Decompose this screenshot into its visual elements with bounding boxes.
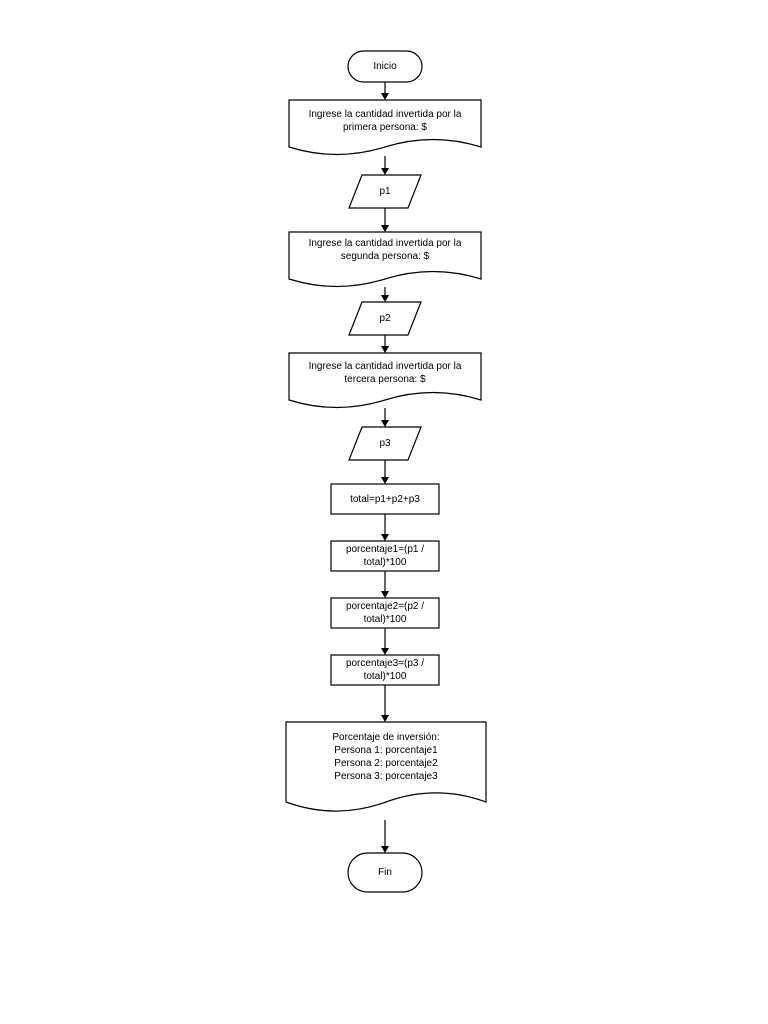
process-pct3-label: porcentaje3=(p3 / total)*100 (345, 658, 425, 682)
process-total-label: total=p1+p2+p3 (350, 493, 420, 505)
connector-output-to-end (381, 820, 389, 853)
input-p2-shape (348, 301, 422, 336)
connector-prompt1-to-p1 (381, 156, 389, 175)
prompt-1-label: Ingrese la cantidad invertida por la pri… (308, 109, 462, 133)
connector-pct1-to-pct2 (381, 571, 389, 598)
connector-prompt3-to-p3 (381, 408, 389, 427)
prompt-3-shape (288, 352, 482, 409)
connector-start-to-prompt1 (381, 82, 389, 100)
input-p1-shape (348, 174, 422, 209)
connector-p3-to-total (381, 460, 389, 484)
output-document-shape (285, 721, 487, 812)
connector-pct3-to-output (381, 685, 389, 722)
connector-total-to-pct1 (381, 514, 389, 541)
end-label: Fin (378, 867, 392, 878)
input-p1-label: p1 (379, 186, 391, 197)
process-pct2-label: porcentaje2=(p2 / total)*100 (345, 601, 425, 625)
start-label: Inicio (373, 61, 397, 72)
process-pct1-label: porcentaje1=(p1 / total)*100 (345, 544, 425, 568)
connector-p2-to-prompt3 (381, 335, 389, 353)
input-p3-label: p3 (379, 438, 391, 449)
prompt-2-shape (288, 231, 482, 288)
input-p2-label: p2 (379, 313, 391, 324)
connector-pct2-to-pct3 (381, 628, 389, 655)
prompt-3-label: Ingrese la cantidad invertida por la ter… (308, 361, 462, 385)
connector-prompt2-to-p2 (381, 287, 389, 302)
input-p3-shape (348, 426, 422, 461)
output-label: Porcentaje de inversión: Persona 1: porc… (332, 732, 440, 782)
connector-p1-to-prompt2 (381, 208, 389, 232)
prompt-1-shape (288, 99, 482, 156)
prompt-2-label: Ingrese la cantidad invertida por la seg… (308, 238, 462, 262)
